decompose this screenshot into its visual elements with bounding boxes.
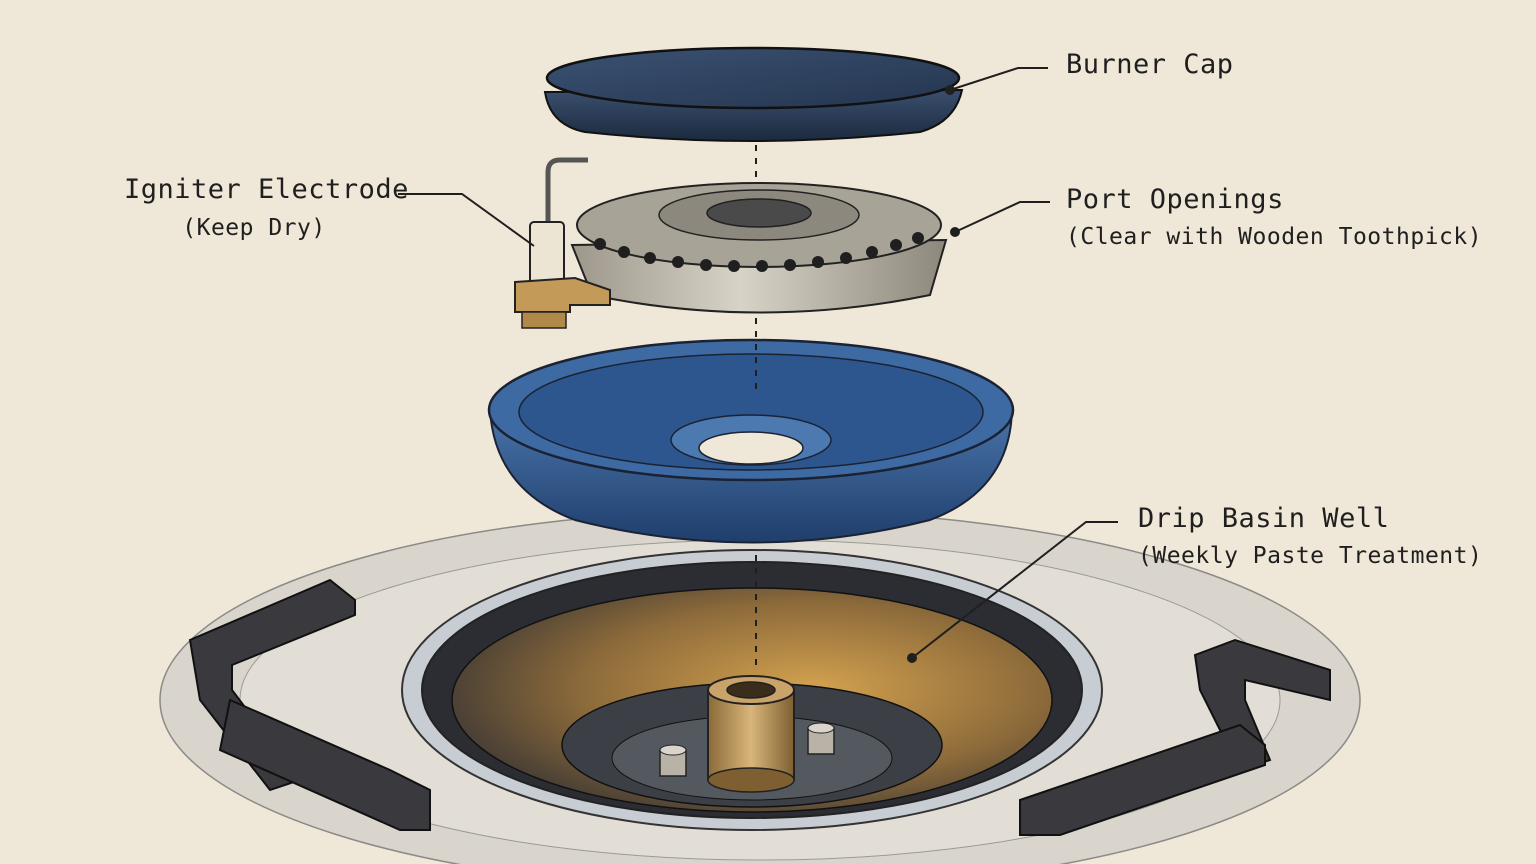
leader-dot-burner-cap [945, 85, 955, 95]
leader-burner-cap [949, 67, 1048, 91]
grate-right [1019, 638, 1331, 836]
label-drip-note: (Weekly Paste Treatment) [1138, 543, 1483, 569]
label-drip-basin-well: Drip Basin Well [1138, 503, 1390, 534]
label-igniter-electrode: Igniter Electrode [124, 174, 409, 205]
label-port-openings: Port Openings [1066, 184, 1284, 215]
leader-igniter [398, 193, 535, 247]
leader-dot-drip [907, 653, 917, 663]
leader-lines [398, 67, 1118, 663]
drip-pan [487, 338, 1015, 544]
label-burner-cap: Burner Cap [1066, 49, 1234, 80]
leader-drip [911, 521, 1118, 659]
port-holes [594, 232, 924, 272]
burner-cap [543, 46, 964, 142]
leader-dot-ports [950, 227, 960, 237]
burner-head [570, 182, 948, 314]
igniter-electrode [514, 157, 611, 329]
label-port-note: (Clear with Wooden Toothpick) [1066, 224, 1483, 250]
valve-hub [659, 675, 835, 793]
leader-ports [954, 201, 1050, 233]
grate-left [188, 578, 431, 831]
label-igniter-note: (Keep Dry) [182, 215, 326, 241]
